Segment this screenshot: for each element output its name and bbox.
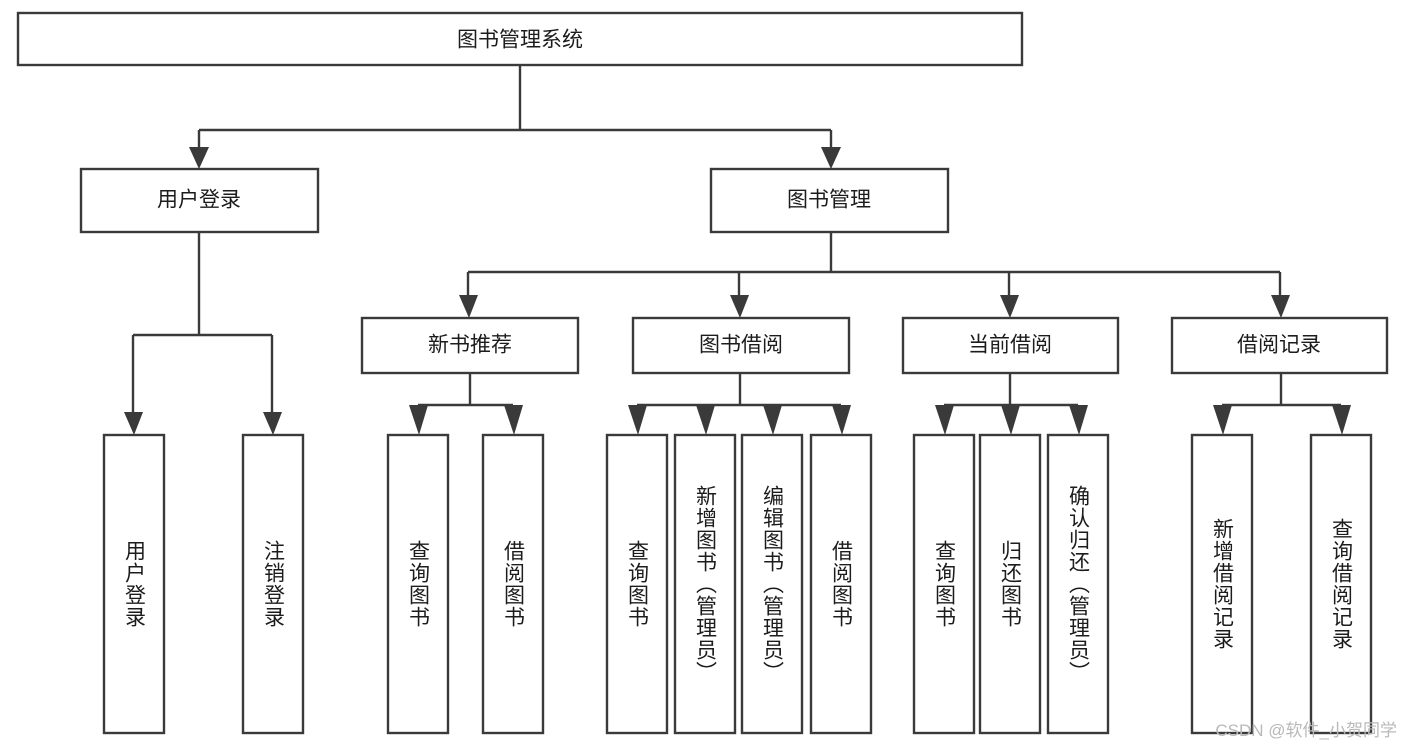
node-leaf-query-book-borrow-label: 查询图书: [626, 540, 650, 628]
arrow-head-bookmanage-3: [1000, 295, 1019, 318]
node-borrow-record-label: 借阅记录: [1237, 334, 1321, 357]
arrow-head-borrowrecord-1: [1213, 405, 1232, 435]
node-root-system-box: [16, 11, 1024, 67]
node-leaf-borrow-book-newbook[interactable]: 借阅图书: [481, 433, 545, 735]
node-new-book-recommend[interactable]: 新书推荐: [360, 316, 580, 375]
arrow-head-bookborrow-2: [696, 405, 715, 435]
node-book-manage-box: [709, 167, 950, 234]
node-book-borrow[interactable]: 图书借阅: [631, 316, 851, 375]
node-leaf-user-login-label: 用户登录: [123, 540, 147, 628]
node-current-borrow-box: [901, 316, 1120, 375]
node-user-login-box: [79, 167, 320, 234]
node-leaf-return-book-box: [978, 433, 1042, 735]
node-leaf-add-borrow-record-label: 新增借阅记录: [1211, 518, 1235, 650]
node-leaf-borrow-book-newbook-box: [481, 433, 545, 735]
arrow-head-newbook-2: [504, 405, 523, 435]
node-leaf-add-borrow-record-box: [1190, 433, 1254, 735]
node-leaf-borrow-book-newbook-label: 借阅图书: [502, 540, 526, 628]
node-leaf-edit-book-admin-box: [740, 433, 804, 735]
node-leaf-query-book-borrow-box: [605, 433, 669, 735]
node-leaf-query-borrow-record-label: 查询借阅记录: [1330, 518, 1354, 650]
node-leaf-borrow-book[interactable]: 借阅图书: [809, 433, 873, 735]
node-current-borrow-label: 当前借阅: [968, 334, 1052, 357]
node-book-borrow-box: [631, 316, 851, 375]
connector-group-borrow-record: [1213, 373, 1351, 435]
node-leaf-query-borrow-record-box: [1309, 433, 1373, 735]
arrow-head-userlogin-1: [124, 412, 143, 435]
connector-group-root: [189, 65, 841, 169]
node-root-system-label: 图书管理系统: [457, 29, 583, 52]
node-leaf-query-book-borrow[interactable]: 查询图书: [605, 433, 669, 735]
node-leaf-query-book-current-label: 查询图书: [933, 540, 957, 628]
node-leaf-query-book-newbook-label: 查询图书: [407, 540, 431, 628]
node-borrow-record-box: [1170, 316, 1389, 375]
node-leaf-query-book-current[interactable]: 查询图书: [912, 433, 976, 735]
node-leaf-return-book[interactable]: 归还图书: [978, 433, 1042, 735]
connector-group-current-borrow: [935, 373, 1088, 435]
node-leaf-logout[interactable]: 注销登录: [241, 433, 305, 735]
arrow-head-bookborrow-3: [763, 405, 782, 435]
node-leaf-borrow-book-label: 借阅图书: [830, 540, 854, 628]
arrow-head-borrowrecord-2: [1332, 405, 1351, 435]
node-leaf-add-book-admin-label: 新增图书（管理员）: [694, 485, 718, 683]
node-leaf-edit-book-admin[interactable]: 编辑图书（管理员）: [740, 433, 804, 735]
node-leaf-borrow-book-box: [809, 433, 873, 735]
arrow-head-bookmanage-2: [730, 295, 749, 318]
node-leaf-query-book-newbook[interactable]: 查询图书: [386, 433, 450, 735]
arrow-head-userlogin-2: [263, 412, 282, 435]
node-leaf-query-book-current-box: [912, 433, 976, 735]
arrow-head-root-2: [821, 147, 841, 169]
arrow-head-currentborrow-1: [935, 405, 954, 435]
node-leaf-confirm-return-admin-box: [1046, 433, 1110, 735]
arrow-head-root-1: [189, 147, 209, 169]
node-leaf-add-book-admin[interactable]: 新增图书（管理员）: [673, 433, 737, 735]
node-new-book-recommend-box: [360, 316, 580, 375]
node-new-book-recommend-label: 新书推荐: [428, 334, 512, 357]
arrow-head-currentborrow-2: [1001, 405, 1020, 435]
node-leaf-query-book-newbook-box: [386, 433, 450, 735]
connector-group-new-book: [409, 373, 523, 435]
node-leaf-query-borrow-record[interactable]: 查询借阅记录: [1309, 433, 1373, 735]
arrow-head-bookmanage-1: [459, 295, 478, 318]
node-leaf-edit-book-admin-label: 编辑图书（管理员）: [761, 485, 785, 683]
node-leaf-logout-label: 注销登录: [262, 540, 286, 628]
connector-group-book-manage: [459, 232, 1290, 318]
node-root-system[interactable]: 图书管理系统: [16, 11, 1024, 67]
arrow-head-currentborrow-3: [1069, 405, 1088, 435]
node-book-borrow-label: 图书借阅: [699, 334, 783, 357]
node-leaf-add-book-admin-box: [673, 433, 737, 735]
node-leaf-add-borrow-record[interactable]: 新增借阅记录: [1190, 433, 1254, 735]
node-leaf-confirm-return-admin[interactable]: 确认归还（管理员）: [1046, 433, 1110, 735]
node-leaf-confirm-return-admin-label: 确认归还（管理员）: [1067, 485, 1091, 683]
arrow-head-bookmanage-4: [1271, 295, 1290, 318]
node-borrow-record[interactable]: 借阅记录: [1170, 316, 1389, 375]
node-leaf-logout-box: [241, 433, 305, 735]
arrow-head-bookborrow-4: [832, 405, 851, 435]
node-book-manage-label: 图书管理: [787, 189, 871, 212]
node-book-manage[interactable]: 图书管理: [709, 167, 950, 234]
csdn-watermark: CSDN @软件_小贺同学: [1215, 721, 1397, 740]
node-leaf-user-login-box: [102, 433, 166, 735]
node-current-borrow[interactable]: 当前借阅: [901, 316, 1120, 375]
node-leaf-user-login[interactable]: 用户登录: [102, 433, 166, 735]
node-user-login-label: 用户登录: [157, 189, 241, 212]
node-user-login[interactable]: 用户登录: [79, 167, 320, 234]
connector-group-book-borrow: [628, 373, 851, 435]
node-leaf-return-book-label: 归还图书: [999, 540, 1023, 628]
connector-group-user-login: [124, 232, 282, 435]
arrow-head-bookborrow-1: [628, 405, 647, 435]
arrow-head-newbook-1: [409, 405, 428, 435]
